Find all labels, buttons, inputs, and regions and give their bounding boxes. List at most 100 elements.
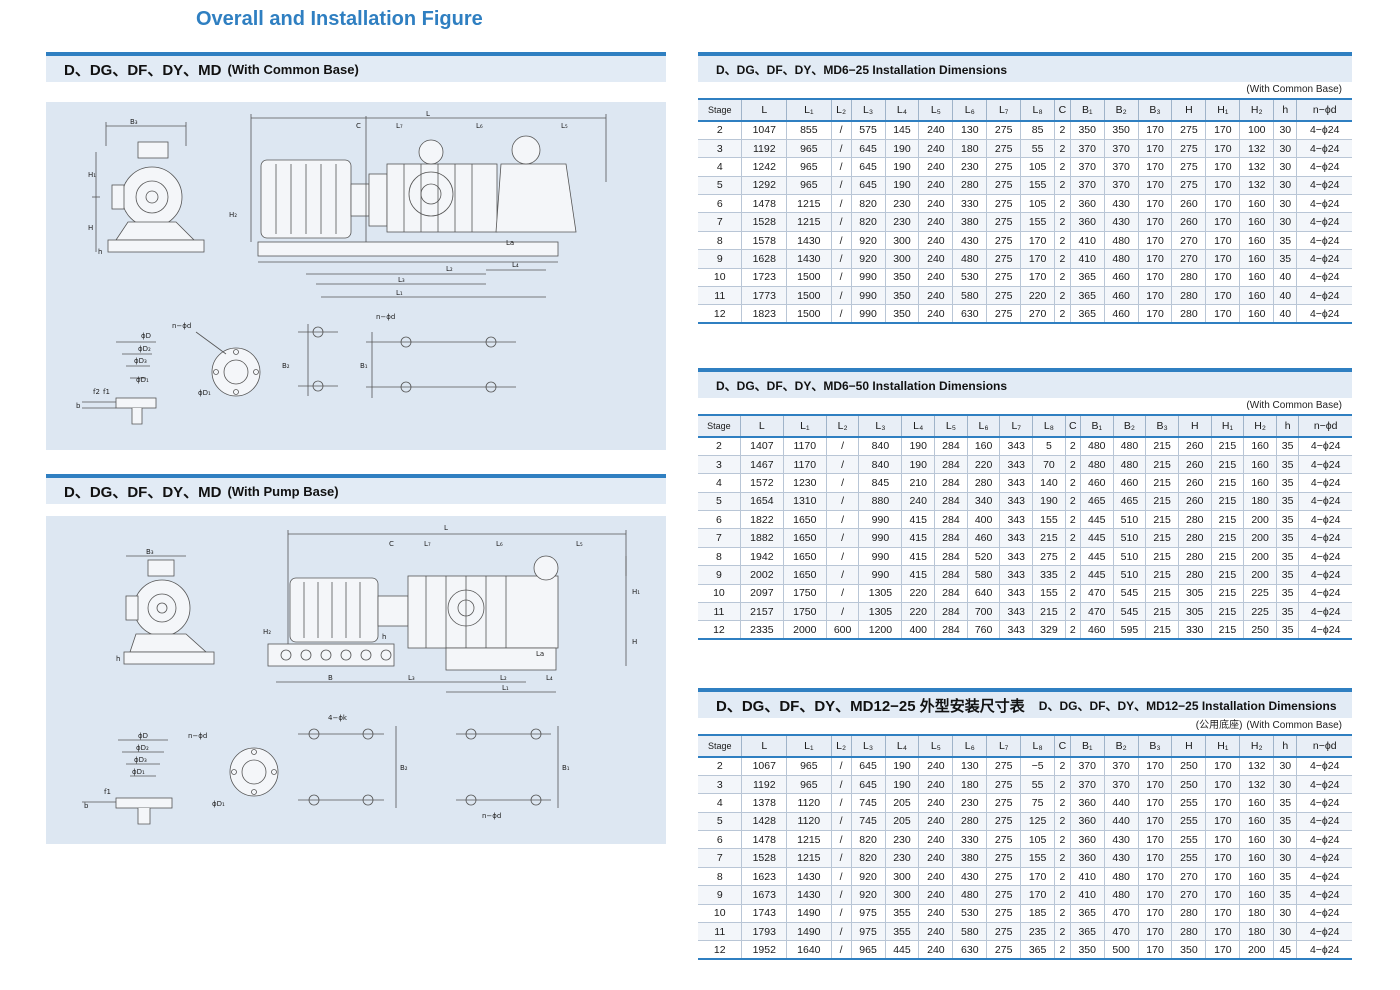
- table-cell: 1430: [786, 885, 832, 905]
- table-cell: /: [830, 922, 852, 942]
- base-plan: [298, 726, 559, 808]
- table-cell: 4−ϕ24: [1296, 176, 1352, 196]
- common-base-section-header: D、DG、DF、DY、MD (With Common Base): [46, 52, 666, 82]
- column-header: H₁: [1205, 98, 1240, 122]
- table-cell: 630: [952, 304, 987, 325]
- table-cell: 370: [1103, 176, 1139, 196]
- table-cell: 380: [952, 212, 987, 232]
- table-cell: 343: [999, 528, 1033, 548]
- table-cell: 170: [1020, 867, 1055, 887]
- table-title: D、DG、DF、DY、MD6−25 Installation Dimension…: [716, 62, 1008, 77]
- label-f2: f2: [93, 388, 100, 396]
- table-cell: 170: [1205, 231, 1240, 251]
- table-cell: 155: [1020, 848, 1055, 868]
- table-cell: 170: [1205, 157, 1240, 177]
- table-cell: 215: [1210, 602, 1244, 622]
- table-cell: 4−ϕ24: [1298, 602, 1352, 622]
- table-cell: 275: [986, 867, 1021, 887]
- column-header: n−ϕd: [1296, 98, 1352, 122]
- table-cell: 370: [1103, 775, 1139, 795]
- table-cell: 45: [1273, 940, 1297, 961]
- table-cell: 465: [1112, 492, 1146, 512]
- table-cell: 280: [966, 473, 1000, 493]
- table-cell: 4−ϕ24: [1298, 437, 1352, 456]
- column-header: L₂: [825, 414, 859, 438]
- table-cell: 170: [1205, 775, 1240, 795]
- table-cell: 4: [698, 157, 742, 177]
- table-cell: 11: [698, 286, 742, 306]
- table-cell: 170: [1137, 867, 1172, 887]
- table-cell: 4−ϕ24: [1296, 249, 1352, 269]
- table-cell: 145: [884, 121, 919, 140]
- column-header: L: [739, 414, 784, 438]
- table-cell: 6: [698, 510, 741, 530]
- table-cell: 180: [1239, 904, 1274, 924]
- table-cell: 365: [1069, 904, 1105, 924]
- table-title: D、DG、DF、DY、MD12−25 Installation Dimensio…: [1038, 698, 1337, 713]
- label-f1: f1: [104, 788, 111, 796]
- table-cell: 100: [1239, 121, 1274, 140]
- table-cell: 370: [1069, 157, 1105, 177]
- column-header: L₅: [918, 734, 953, 758]
- column-header: Stage: [698, 98, 742, 122]
- table-cell: 1743: [741, 904, 787, 924]
- table-cell: 132: [1239, 757, 1274, 776]
- table-cell: 275: [986, 940, 1021, 961]
- table-cell: 1215: [786, 194, 832, 214]
- label-phid3: ϕD₃: [134, 357, 147, 365]
- table-cell: 470: [1079, 602, 1114, 622]
- table-cell: 330: [952, 830, 987, 850]
- table-cell: 215: [1210, 473, 1244, 493]
- table-cell: 1428: [741, 812, 787, 832]
- table-cell: 4−ϕ24: [1298, 473, 1352, 493]
- label-l5: L₅: [576, 540, 583, 548]
- table-cell: /: [830, 176, 852, 196]
- table-cell: 305: [1177, 602, 1212, 622]
- table-cell: 6: [698, 194, 742, 214]
- table-cell: /: [830, 286, 852, 306]
- table-cell: 920: [850, 867, 886, 887]
- table-cell: 170: [1137, 139, 1172, 159]
- table-cell: 240: [918, 885, 953, 905]
- table-cell: 430: [1103, 194, 1139, 214]
- table-cell: 1528: [741, 848, 787, 868]
- table-cell: /: [830, 139, 852, 159]
- table-cell: 275: [986, 922, 1021, 942]
- label-h2: H₂: [263, 628, 271, 636]
- table-cell: 1628: [741, 249, 787, 269]
- table-cell: 340: [966, 492, 1000, 512]
- table-cell: 2: [1054, 212, 1071, 232]
- table-cell: 215: [1145, 492, 1179, 512]
- table-cell: 545: [1112, 584, 1146, 604]
- table-cell: 35: [1273, 867, 1297, 887]
- table-cell: 4−ϕ24: [1296, 268, 1352, 288]
- label-phid1-b: ϕD₁: [198, 389, 211, 397]
- table-cell: 1952: [741, 940, 787, 961]
- table-cell: 880: [858, 492, 902, 512]
- table-cell: 280: [952, 176, 987, 196]
- table-cell: 350: [884, 268, 919, 288]
- label-l2: L₂: [446, 265, 453, 273]
- table-cell: 35: [1275, 492, 1299, 512]
- table-cell: 4−ϕ24: [1298, 620, 1352, 641]
- table-cell: 280: [1171, 268, 1206, 288]
- table-cell: 30: [1273, 757, 1297, 776]
- table-cell: 205: [884, 793, 919, 813]
- table-cell: 5: [698, 176, 742, 196]
- table-cell: 1650: [782, 547, 827, 567]
- table-cell: 105: [1020, 830, 1055, 850]
- table-cell: 350: [1171, 940, 1206, 961]
- table-cell: 1500: [786, 286, 832, 306]
- table-cell: 280: [1177, 528, 1212, 548]
- table-cell: 275: [986, 757, 1021, 776]
- table-cell: 275: [986, 304, 1021, 325]
- table-cell: 170: [1137, 885, 1172, 905]
- table-cell: /: [830, 212, 852, 232]
- table-cell: 1640: [786, 940, 832, 961]
- table-cell: 510: [1112, 528, 1146, 548]
- table-cell: 480: [1103, 885, 1139, 905]
